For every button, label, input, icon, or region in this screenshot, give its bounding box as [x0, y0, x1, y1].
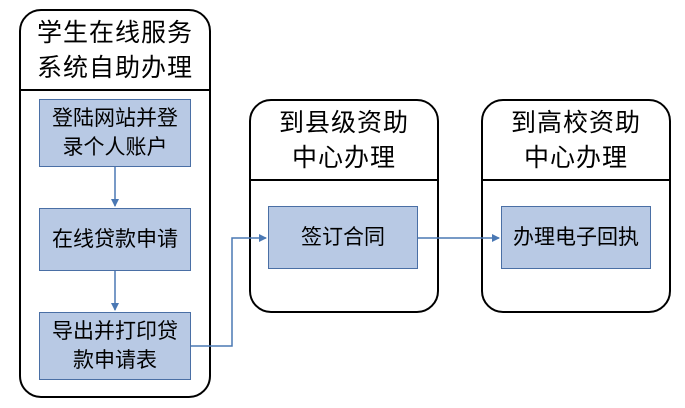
- step-electronic-receipt: 办理电子回执: [501, 206, 651, 269]
- step-print-line1: 导出并打印贷: [52, 319, 178, 343]
- step-login-line1: 登陆网站并登: [52, 106, 178, 130]
- lane-divider: [483, 179, 669, 181]
- arrow-print-to-contract: [191, 234, 267, 347]
- lane-title-line1: 到县级资助: [278, 108, 409, 137]
- step-login: 登陆网站并登 录个人账户: [39, 99, 191, 167]
- lane-title-line2: 中心办理: [523, 143, 628, 172]
- step-login-line2: 录个人账户: [62, 135, 168, 159]
- step-print-line2: 款申请表: [73, 348, 157, 372]
- lane-divider: [21, 89, 209, 91]
- step-contract-label: 签订合同: [301, 225, 385, 249]
- lane-divider: [251, 179, 437, 181]
- lane-title-line1: 到高校资助: [510, 108, 641, 137]
- step-sign-contract: 签订合同: [268, 206, 418, 269]
- step-online-loan-application: 在线贷款申请: [39, 208, 191, 271]
- lane-title-line2: 中心办理: [291, 143, 396, 172]
- step-apply-label: 在线贷款申请: [52, 227, 178, 251]
- step-receipt-label: 办理电子回执: [513, 225, 639, 249]
- step-print-application-form: 导出并打印贷 款申请表: [39, 312, 191, 380]
- lane-title-line1: 学生在线服务: [36, 18, 193, 47]
- lane-title-line2: 系统自助办理: [36, 53, 193, 82]
